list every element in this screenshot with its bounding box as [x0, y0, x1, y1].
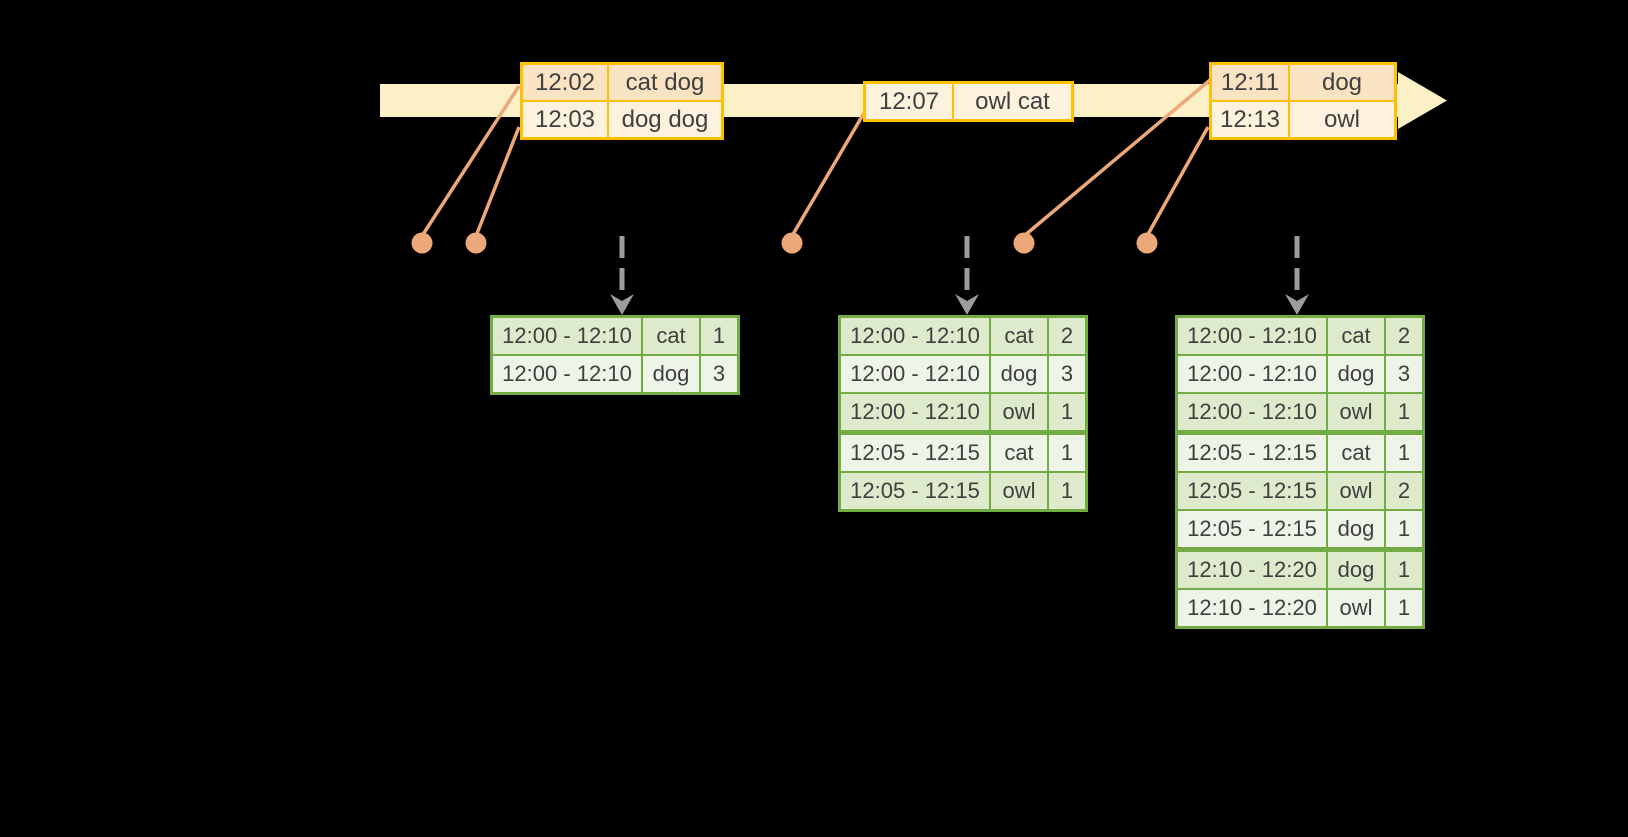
count-cell: 3 — [1384, 356, 1422, 392]
word-cell: dog — [1326, 356, 1384, 392]
event-time-cell: 12:02 — [534, 69, 596, 96]
count-cell: 1 — [1384, 435, 1422, 471]
window-cell: 12:00 - 12:10 — [850, 361, 980, 386]
event-connector-line — [790, 112, 866, 237]
count-cell: 1 — [1047, 473, 1085, 509]
window-cell: 12:05 - 12:15 — [1187, 478, 1317, 503]
window-cell: 12:00 - 12:10 — [502, 323, 632, 348]
count-cell: 3 — [1047, 356, 1085, 392]
count-cell: 1 — [1047, 435, 1085, 471]
count-cell: 1 — [1047, 394, 1085, 430]
timeline-arrowhead-icon — [1398, 72, 1447, 129]
count-cell: 1 — [699, 318, 737, 354]
word-cell: dog — [989, 356, 1047, 392]
event-row: 12:11 dog — [1212, 65, 1394, 100]
event-connector-line — [1022, 78, 1212, 238]
window-cell: 12:00 - 12:10 — [1187, 323, 1317, 348]
trigger-arrowhead-icon — [955, 294, 979, 315]
event-words-cell: owl cat — [952, 84, 1071, 119]
word-cell: owl — [1326, 590, 1384, 626]
event-time-cell: 12:03 — [534, 106, 596, 133]
event-table-12-02: 12:02 cat dog 12:03 dog dog — [520, 62, 724, 140]
event-time-cell: 12:11 — [1220, 69, 1280, 96]
word-cell: cat — [641, 318, 699, 354]
word-cell: dog — [1326, 511, 1384, 547]
count-cell: 1 — [1384, 394, 1422, 430]
window-cell: 12:05 - 12:15 — [850, 478, 980, 503]
window-cell: 12:10 - 12:20 — [1187, 595, 1317, 620]
event-row: 12:07 owl cat — [866, 84, 1071, 119]
word-cell: dog — [641, 356, 699, 392]
word-cell: dog — [1326, 552, 1384, 588]
event-connector-line — [1145, 126, 1210, 237]
window-cell: 12:05 - 12:15 — [1187, 516, 1317, 541]
count-cell: 2 — [1384, 473, 1422, 509]
event-dot — [1013, 232, 1035, 254]
event-row: 12:13 owl — [1212, 100, 1394, 137]
word-cell: owl — [989, 473, 1047, 509]
window-cell: 12:10 - 12:20 — [1187, 557, 1317, 582]
word-cell: cat — [1326, 318, 1384, 354]
count-cell: 2 — [1384, 318, 1422, 354]
word-cell: owl — [1326, 394, 1384, 430]
word-cell: owl — [989, 394, 1047, 430]
window-cell: 12:00 - 12:10 — [502, 361, 632, 386]
word-cell: owl — [1326, 473, 1384, 509]
event-connector-line — [420, 85, 521, 237]
event-words-cell: cat dog — [607, 65, 721, 100]
event-connector-line — [474, 126, 521, 237]
event-row: 12:03 dog dog — [523, 100, 721, 137]
event-time-cell: 12:07 — [878, 88, 940, 115]
trigger-arrowhead-icon — [610, 294, 634, 315]
window-cell: 12:05 - 12:15 — [1187, 440, 1317, 465]
event-dot — [465, 232, 487, 254]
count-cell: 2 — [1047, 318, 1085, 354]
event-dot — [781, 232, 803, 254]
count-cell: 1 — [1384, 590, 1422, 626]
trigger-arrowhead-icon — [1285, 294, 1309, 315]
word-cell: cat — [989, 318, 1047, 354]
event-dot — [411, 232, 433, 254]
count-cell: 1 — [1384, 511, 1422, 547]
event-table-12-07: 12:07 owl cat — [863, 81, 1074, 122]
word-cell: cat — [1326, 435, 1384, 471]
event-dot — [1136, 232, 1158, 254]
event-table-12-11: 12:11 dog 12:13 owl — [1209, 62, 1397, 140]
window-cell: 12:00 - 12:10 — [850, 399, 980, 424]
window-cell: 12:05 - 12:15 — [850, 440, 980, 465]
event-words-cell: owl — [1288, 102, 1394, 137]
event-row: 12:02 cat dog — [523, 65, 721, 100]
count-cell: 3 — [699, 356, 737, 392]
event-time-cell: 12:13 — [1219, 106, 1281, 133]
count-cell: 1 — [1384, 552, 1422, 588]
word-cell: cat — [989, 435, 1047, 471]
event-words-cell: dog dog — [607, 102, 721, 137]
window-cell: 12:00 - 12:10 — [1187, 399, 1317, 424]
window-cell: 12:00 - 12:10 — [1187, 361, 1317, 386]
event-words-cell: dog — [1288, 65, 1394, 100]
window-cell: 12:00 - 12:10 — [850, 323, 980, 348]
